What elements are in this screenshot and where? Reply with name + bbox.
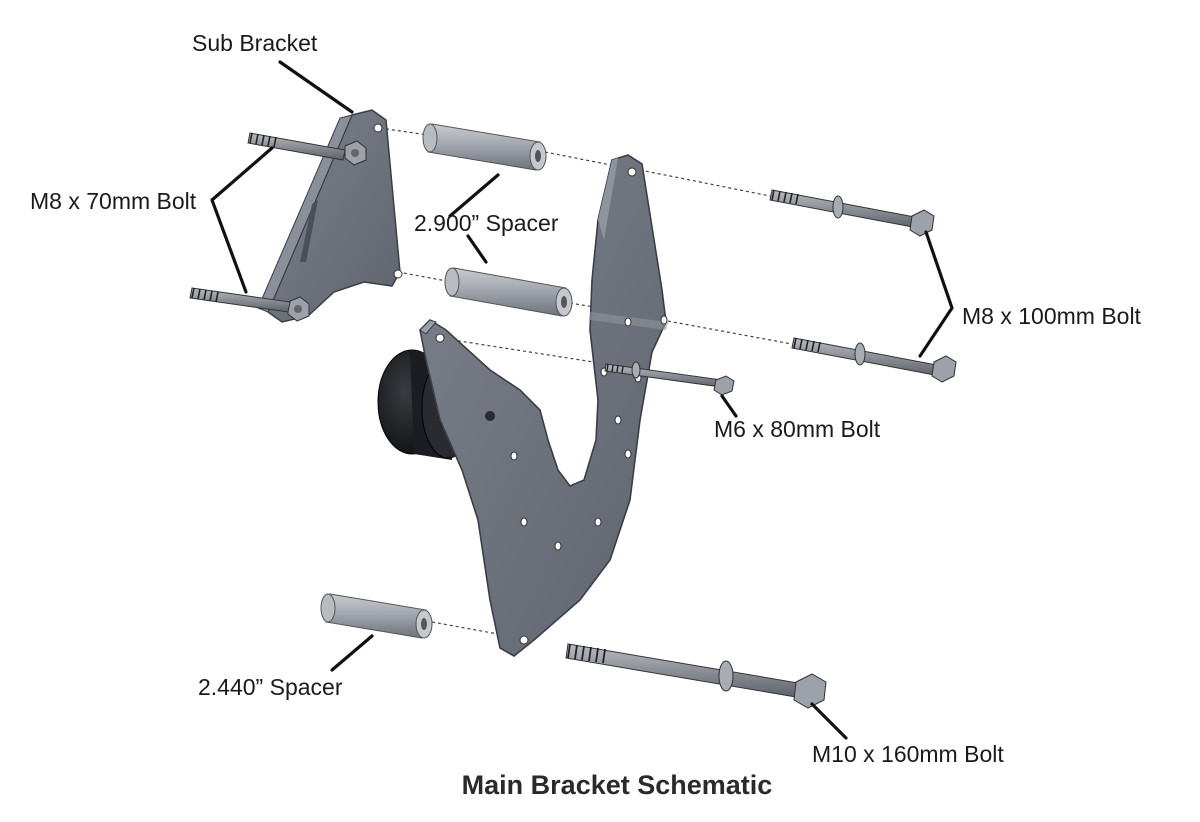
m8-70mm-bolts <box>189 132 346 313</box>
label-m8-70mm-bolt: M8 x 70mm Bolt <box>30 188 197 214</box>
label-sub-bracket: Sub Bracket <box>192 30 318 56</box>
spacer-2440 <box>320 593 433 639</box>
main-bracket-part <box>419 154 668 657</box>
label-spacer-2900: 2.900” Spacer <box>414 210 559 236</box>
m6-80mm-bolt <box>604 361 735 396</box>
leader-lines <box>210 60 954 740</box>
label-m6-80mm-bolt: M6 x 80mm Bolt <box>714 416 881 442</box>
label-m8-100mm-bolt: M8 x 100mm Bolt <box>962 303 1141 329</box>
m8-100mm-bolts <box>769 189 957 383</box>
spacer-2900 <box>422 123 573 317</box>
diagram-caption: Main Bracket Schematic <box>461 770 773 800</box>
m10-160mm-bolt <box>565 643 827 709</box>
sub-bracket-part <box>257 109 403 323</box>
label-spacer-2440: 2.440” Spacer <box>198 674 343 700</box>
label-m10-160mm-bolt: M10 x 160mm Bolt <box>812 741 1004 767</box>
